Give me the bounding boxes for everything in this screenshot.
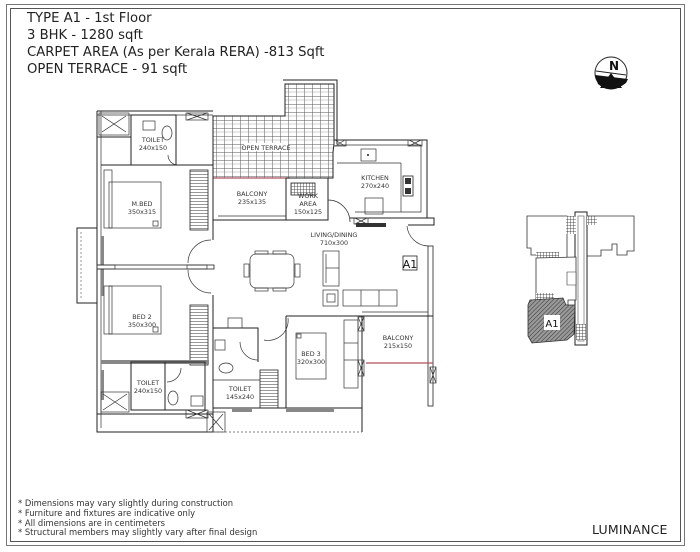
note-item: * Dimensions may vary slightly during co…	[18, 498, 234, 508]
svg-text:270x240: 270x240	[361, 182, 389, 190]
balcony-top: BALCONY 235x135	[212, 178, 286, 221]
bedroom-divider	[96, 264, 215, 294]
brand-name: LUMINANCE	[592, 522, 668, 537]
carpet-area: CARPET AREA (As per Kerala RERA) -813 Sq…	[27, 45, 325, 60]
svg-text:N: N	[609, 59, 619, 73]
open-terrace-area: OPEN TERRACE - 91 sqft	[27, 62, 188, 77]
svg-text:235x135: 235x135	[238, 198, 266, 206]
svg-text:BALCONY: BALCONY	[237, 190, 268, 198]
disclaimer-notes: * Dimensions may vary slightly during co…	[18, 498, 258, 538]
unit-tag: A1	[403, 258, 418, 271]
svg-text:240x150: 240x150	[134, 387, 162, 395]
key-plan: A1	[526, 211, 635, 346]
shaft-top-left	[97, 112, 131, 138]
north-arrow-icon: N	[594, 56, 628, 90]
toilet-bottom: TOILET 145x240	[206, 317, 279, 433]
balcony-right: BALCONY 215x150	[357, 311, 437, 384]
open-terrace: OPEN TERRACE	[212, 79, 338, 179]
svg-text:240x150: 240x150	[139, 144, 167, 152]
svg-text:350x300: 350x300	[128, 321, 156, 329]
bhk-area: 3 BHK - 1280 sqft	[27, 28, 143, 43]
kitchen: KITCHEN 270x240	[333, 139, 435, 247]
svg-text:150x125: 150x125	[294, 208, 322, 216]
svg-text:TOILET: TOILET	[228, 385, 251, 393]
toilet-top: TOILET 240x150	[130, 112, 209, 166]
svg-text:350x315: 350x315	[128, 208, 156, 216]
svg-text:AREA: AREA	[299, 200, 317, 208]
svg-text:BALCONY: BALCONY	[383, 334, 414, 342]
svg-text:BED 3: BED 3	[301, 350, 320, 358]
svg-text:TOILET: TOILET	[136, 379, 159, 387]
svg-text:BED 2: BED 2	[132, 313, 151, 321]
outer-frame	[6, 4, 685, 546]
living-dining: LIVING/DINING 710x300 A1	[243, 231, 434, 407]
plan-header: TYPE A1 - 1st Floor 3 BHK - 1280 sqft CA…	[27, 10, 324, 78]
svg-text:M.BED: M.BED	[132, 200, 153, 208]
svg-text:710x300: 710x300	[320, 239, 348, 247]
svg-text:320x300: 320x300	[297, 358, 325, 366]
svg-text:WORK: WORK	[298, 192, 319, 200]
note-item: * All dimensions are in centimeters	[18, 517, 166, 528]
svg-text:A1: A1	[545, 319, 558, 330]
master-bedroom: M.BED 350x315	[101, 164, 214, 264]
svg-text:OPEN TERRACE: OPEN TERRACE	[241, 144, 290, 152]
inner-frame	[10, 8, 681, 542]
svg-text:KITCHEN: KITCHEN	[361, 174, 389, 182]
work-area: WORK AREA 150x125	[285, 177, 351, 223]
note-item: * Furniture and fixtures are indicative …	[18, 507, 196, 518]
svg-text:LIVING/DINING: LIVING/DINING	[311, 231, 358, 239]
note-item: * Structural members may slightly vary a…	[18, 527, 258, 538]
toilet-bottom-left: TOILET 240x150	[97, 361, 213, 419]
unit-type-title: TYPE A1 - 1st Floor	[27, 11, 152, 26]
bedroom-3: BED 3 320x300	[213, 315, 363, 433]
svg-text:TOILET: TOILET	[141, 136, 164, 144]
svg-text:215x150: 215x150	[384, 342, 412, 350]
svg-text:145x240: 145x240	[226, 393, 254, 401]
